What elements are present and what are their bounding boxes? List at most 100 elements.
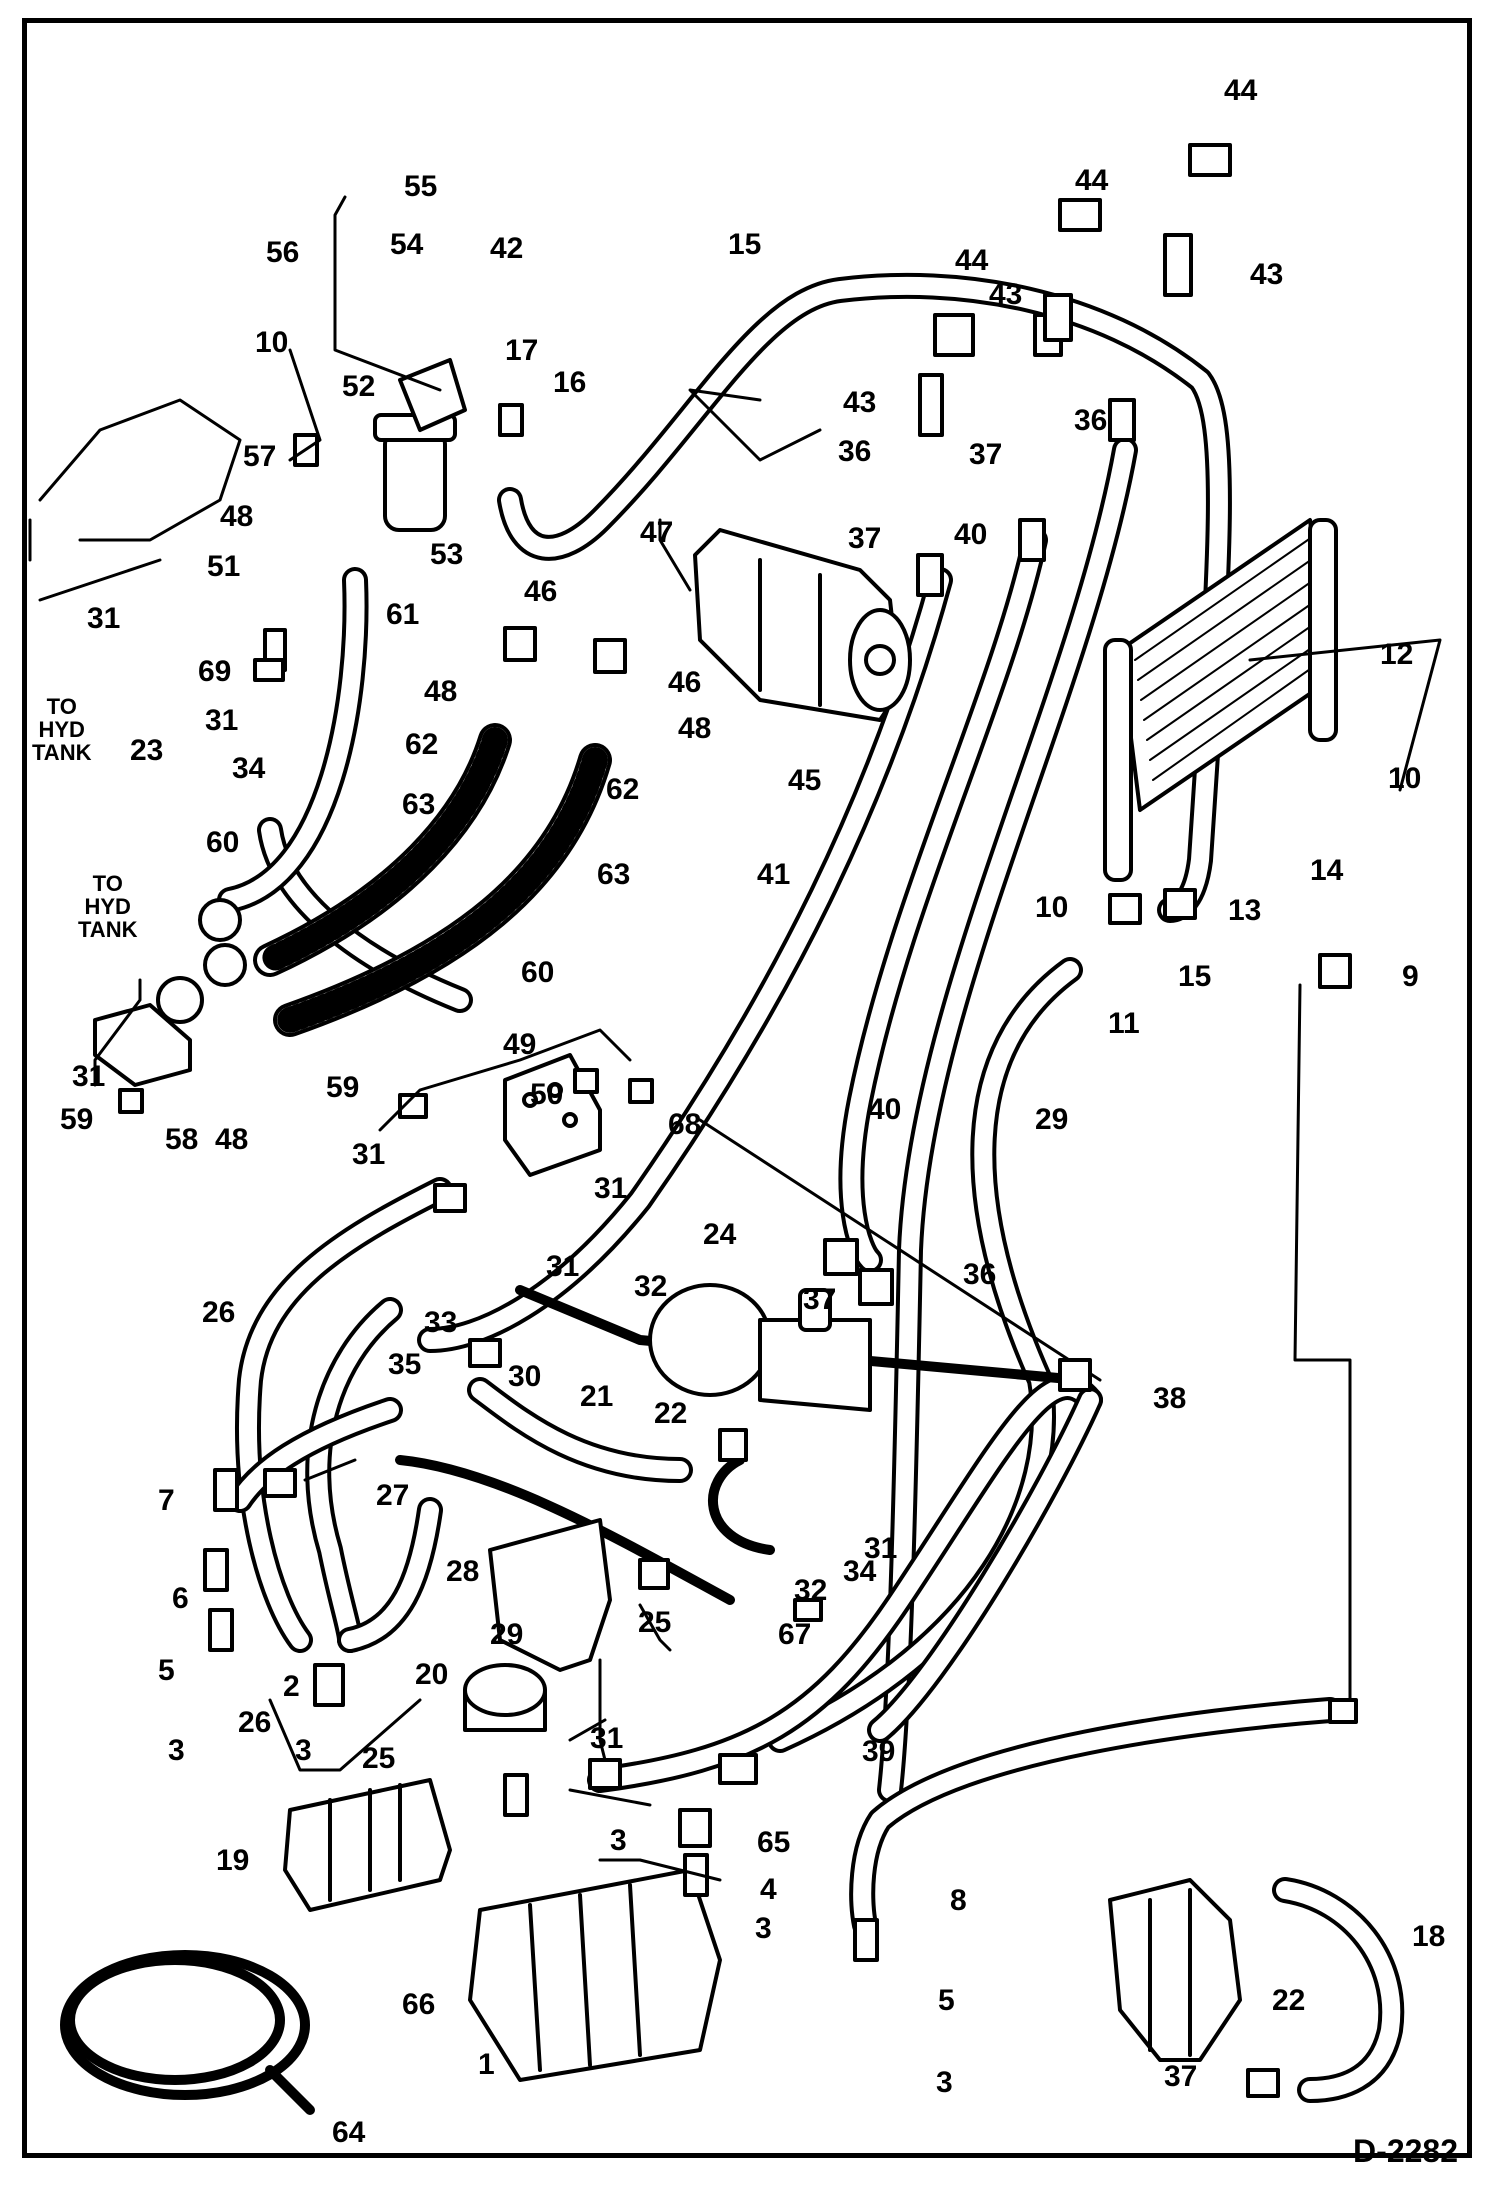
diagram-border [22,18,1472,2158]
callout-34: 34 [232,752,266,785]
callout-45: 45 [788,764,822,797]
fittings-group [118,143,1358,2098]
callout-18: 18 [1412,1920,1446,1953]
callout-48: 48 [215,1123,249,1156]
callout-43: 43 [989,278,1023,311]
control-valve-19 [283,1778,452,1912]
callout-48: 48 [220,500,254,533]
callout-17: 17 [505,334,539,367]
callout-48: 48 [678,712,712,745]
callout-40: 40 [954,518,988,551]
leader-lines [93,195,1442,1882]
callout-56: 56 [266,236,300,269]
callout-29: 29 [1035,1103,1069,1136]
note-to-hyd-tank-lower: TO HYD TANK [78,871,138,943]
callout-22: 22 [1272,1984,1306,2017]
callout-52: 52 [342,370,376,403]
callout-35: 35 [388,1348,422,1381]
callout-36: 36 [963,1258,997,1291]
callout-31: 31 [352,1138,386,1171]
callout-50: 50 [530,1078,564,1111]
callout-27: 27 [376,1479,410,1512]
callout-36: 36 [1074,404,1108,437]
callout-62: 62 [606,773,640,806]
callout-3: 3 [936,2066,953,2099]
callout-51: 51 [207,550,241,583]
callout-31: 31 [546,1250,580,1283]
control-valve-1 [468,1868,722,2082]
callout-44: 44 [1224,74,1258,107]
accumulator-24 [648,1283,872,1412]
callout-44: 44 [1075,164,1109,197]
callout-5: 5 [938,1984,955,2017]
callout-33: 33 [424,1306,458,1339]
callout-44: 44 [955,244,989,277]
callout-48: 48 [424,675,458,708]
hydraulic-filter-53 [373,358,467,532]
hydraulic-pump-45 [693,528,912,722]
callout-65: 65 [757,1826,791,1859]
callout-25: 25 [638,1606,672,1639]
note-to-hyd-tank-upper: TO HYD TANK [32,694,92,766]
callout-8: 8 [950,1884,967,1917]
callout-20: 20 [415,1658,449,1691]
callout-6: 6 [172,1582,189,1615]
callout-14: 14 [1310,854,1344,887]
callout-11: 11 [1108,1007,1140,1040]
callout-39: 39 [862,1735,896,1768]
callout-60: 60 [521,956,555,989]
callout-31: 31 [87,602,121,635]
callout-31: 31 [205,704,239,737]
callout-29: 29 [490,1618,524,1651]
callout-58: 58 [165,1123,199,1156]
callout-37: 37 [803,1283,837,1316]
oil-cooler-12 [1103,518,1338,882]
callout-68: 68 [668,1108,702,1141]
callout-37: 37 [969,438,1003,471]
callout-31: 31 [864,1532,898,1565]
callout-28: 28 [446,1555,480,1588]
callout-40: 40 [868,1093,902,1126]
callout-59: 59 [60,1103,94,1136]
callout-19: 19 [216,1844,250,1877]
callout-21: 21 [580,1380,614,1413]
callout-32: 32 [794,1574,828,1607]
callout-13: 13 [1228,894,1262,927]
callout-46: 46 [668,666,702,699]
callout-57: 57 [243,440,277,473]
callout-16: 16 [553,366,587,399]
callout-38: 38 [1153,1382,1187,1415]
callout-9: 9 [1402,960,1419,993]
callout-43: 43 [843,386,877,419]
callout-37: 37 [1164,2060,1198,2093]
callout-43: 43 [1250,258,1284,291]
callout-63: 63 [597,858,631,891]
corrugated-hose-group [253,723,612,1037]
callout-22: 22 [654,1397,688,1430]
callout-41: 41 [757,858,791,891]
callout-61: 61 [386,598,420,631]
detail-valve-view [1108,1878,1242,2062]
callout-3: 3 [755,1912,772,1945]
callout-31: 31 [72,1060,106,1093]
callout-66: 66 [402,1988,436,2021]
callout-37: 37 [848,522,882,555]
callout-10: 10 [1035,891,1069,924]
callout-1: 1 [478,2048,495,2081]
hose-coil-64 [60,1950,315,2115]
callout-10: 10 [1388,762,1422,795]
callout-36: 36 [838,435,872,468]
callout-26: 26 [202,1296,236,1329]
callout-49: 49 [503,1028,537,1061]
callout-64: 64 [332,2116,366,2149]
callout-26: 26 [238,1706,272,1739]
callout-62: 62 [405,728,439,761]
callout-54: 54 [390,228,424,261]
callout-63: 63 [402,788,436,821]
callout-46: 46 [524,575,558,608]
callout-55: 55 [404,170,438,203]
swivel-block [463,1518,612,1732]
callout-4: 4 [760,1873,777,1906]
